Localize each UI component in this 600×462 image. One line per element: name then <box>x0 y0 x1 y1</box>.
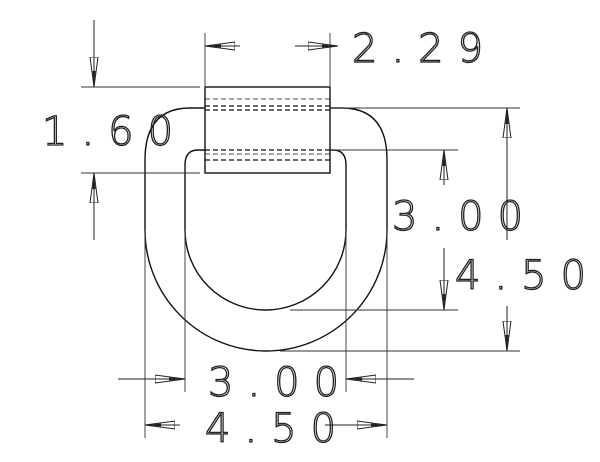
dim-inner-width: 3.00 <box>208 360 353 406</box>
mounting-clip <box>204 86 331 174</box>
dim-inner-height: 3.00 <box>392 194 537 240</box>
dim-outer-height: 4.50 <box>455 253 600 299</box>
dim-outer-width: 4.50 <box>205 406 350 452</box>
dimension-arrows <box>94 20 507 425</box>
dim-clip-width: 2.29 <box>352 26 497 72</box>
dimension-labels: 2.29 1.60 3.00 4.50 3.00 4.50 <box>41 25 600 452</box>
dim-clip-height: 1.60 <box>42 109 187 155</box>
d-ring-outer <box>144 107 388 352</box>
extension-lines <box>81 33 520 438</box>
